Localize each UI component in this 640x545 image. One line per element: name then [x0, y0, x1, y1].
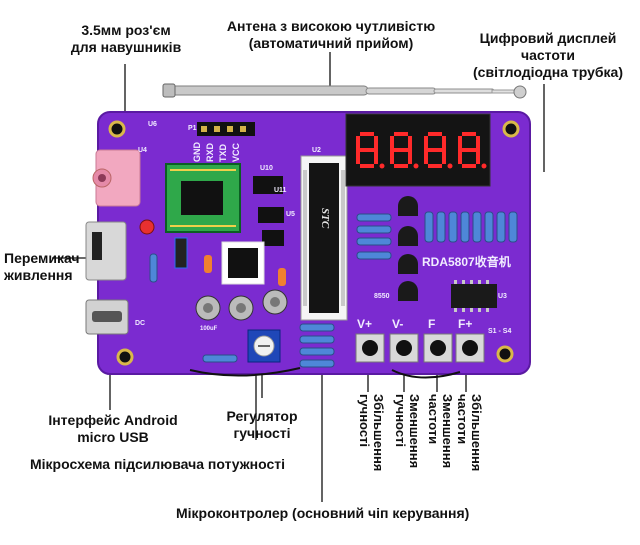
display-digit-1-segment-d [360, 164, 374, 168]
label-power-switch: Перемикач живлення [4, 250, 80, 283]
display-digit-3-segment-g [428, 148, 442, 152]
display-digit-4-segment-d [462, 164, 476, 168]
mounting-holes [108, 120, 520, 366]
svg-text:DC: DC [135, 320, 145, 327]
svg-text:U10: U10 [260, 165, 273, 172]
display-digit-3-segment-b [442, 136, 446, 150]
display-digit-2-segment-d [394, 164, 408, 168]
label-micro-usb: Інтерфейс Android micro USB [48, 412, 178, 445]
pin-label-rxd: RXD [205, 142, 215, 162]
pin-header [197, 122, 255, 136]
amplifier-chip [221, 241, 265, 285]
display-digit-1-segment-e [356, 150, 360, 164]
radio-model-label: RDA5807收音机 [422, 254, 511, 269]
pin-label-vcc: VCC [231, 142, 241, 162]
radio-module [165, 163, 241, 233]
display-digit-2-segment-g [394, 148, 408, 152]
micro-usb-port [85, 299, 129, 335]
display-digit-2-segment-c [408, 150, 412, 164]
mcu-chip [300, 155, 348, 321]
svg-text:U2: U2 [312, 147, 321, 154]
display-digit-3-dot [447, 163, 453, 169]
display-digit-4-segment-b [476, 136, 480, 150]
display-digit-1-segment-g [360, 148, 374, 152]
display-digit-1-segment-b [374, 136, 378, 150]
display-digit-4-segment-f [458, 136, 462, 150]
display-digit-1-dot [379, 163, 385, 169]
svg-text:100uF: 100uF [200, 326, 218, 332]
display-digit-3-segment-a [428, 132, 442, 136]
display-segments [356, 132, 487, 169]
label-headphone-jack: 3.5мм роз'єм для навушників [70, 22, 182, 55]
label-antenna: Антена з високою чутливістю (автоматични… [226, 18, 436, 51]
display-digit-4-segment-e [458, 150, 462, 164]
antenna [162, 83, 527, 99]
display-digit-3-segment-c [442, 150, 446, 164]
radio-chip [451, 280, 497, 312]
svg-text:P1: P1 [188, 125, 197, 132]
crystal-part [258, 207, 284, 223]
pin-label-txd: TXD [218, 143, 228, 162]
power-switch [85, 221, 127, 281]
display-digit-1-segment-a [360, 132, 374, 136]
button-label-vminus: V- [392, 317, 403, 331]
svg-text:U4: U4 [138, 147, 147, 154]
label-display: Цифровий дисплей частоти (світлодіодна т… [473, 30, 623, 80]
display-digit-2-segment-e [390, 150, 394, 164]
display-digit-4-segment-g [462, 148, 476, 152]
display-digit-3-segment-d [428, 164, 442, 168]
tactile-buttons [355, 333, 485, 363]
svg-text:U5: U5 [286, 211, 295, 218]
label-amplifier: Мікросхема підсилювача потужності [30, 456, 286, 472]
button-label-fplus: F+ [458, 317, 472, 331]
button-label-vplus: V+ [357, 317, 372, 331]
resistors [149, 211, 518, 368]
display-digit-2-segment-a [394, 132, 408, 136]
capacitors [174, 237, 288, 321]
power-led [139, 219, 155, 235]
display-digit-1-segment-f [356, 136, 360, 150]
transistors [398, 196, 418, 301]
svg-text:U3: U3 [498, 293, 507, 300]
display-digit-1-segment-c [374, 150, 378, 164]
display-digit-2-segment-f [390, 136, 394, 150]
display-digit-4-segment-a [462, 132, 476, 136]
svg-text:U11: U11 [274, 187, 287, 194]
label-mcu: Мікроконтролер (основний чіп керування) [176, 505, 470, 521]
svg-text:U6: U6 [148, 121, 157, 128]
button-label-f: F [428, 317, 435, 331]
display-digit-3-segment-e [424, 150, 428, 164]
display-digit-4-segment-c [476, 150, 480, 164]
headphone-jack [92, 149, 141, 207]
voltage-regulator [253, 176, 283, 194]
svg-text:8550: 8550 [374, 293, 390, 300]
label-volume-knob: Регулятор гучності [226, 408, 298, 441]
display-digit-2-segment-b [408, 136, 412, 150]
display-digit-4-dot [481, 163, 487, 169]
mcu-brand: STC [319, 208, 331, 229]
pin-label-gnd: GND [192, 142, 202, 163]
volume-potentiometer [247, 329, 281, 363]
display-digit-2-dot [413, 163, 419, 169]
switch-range-label: S1 - S4 [488, 328, 511, 335]
display-digit-3-segment-f [424, 136, 428, 150]
